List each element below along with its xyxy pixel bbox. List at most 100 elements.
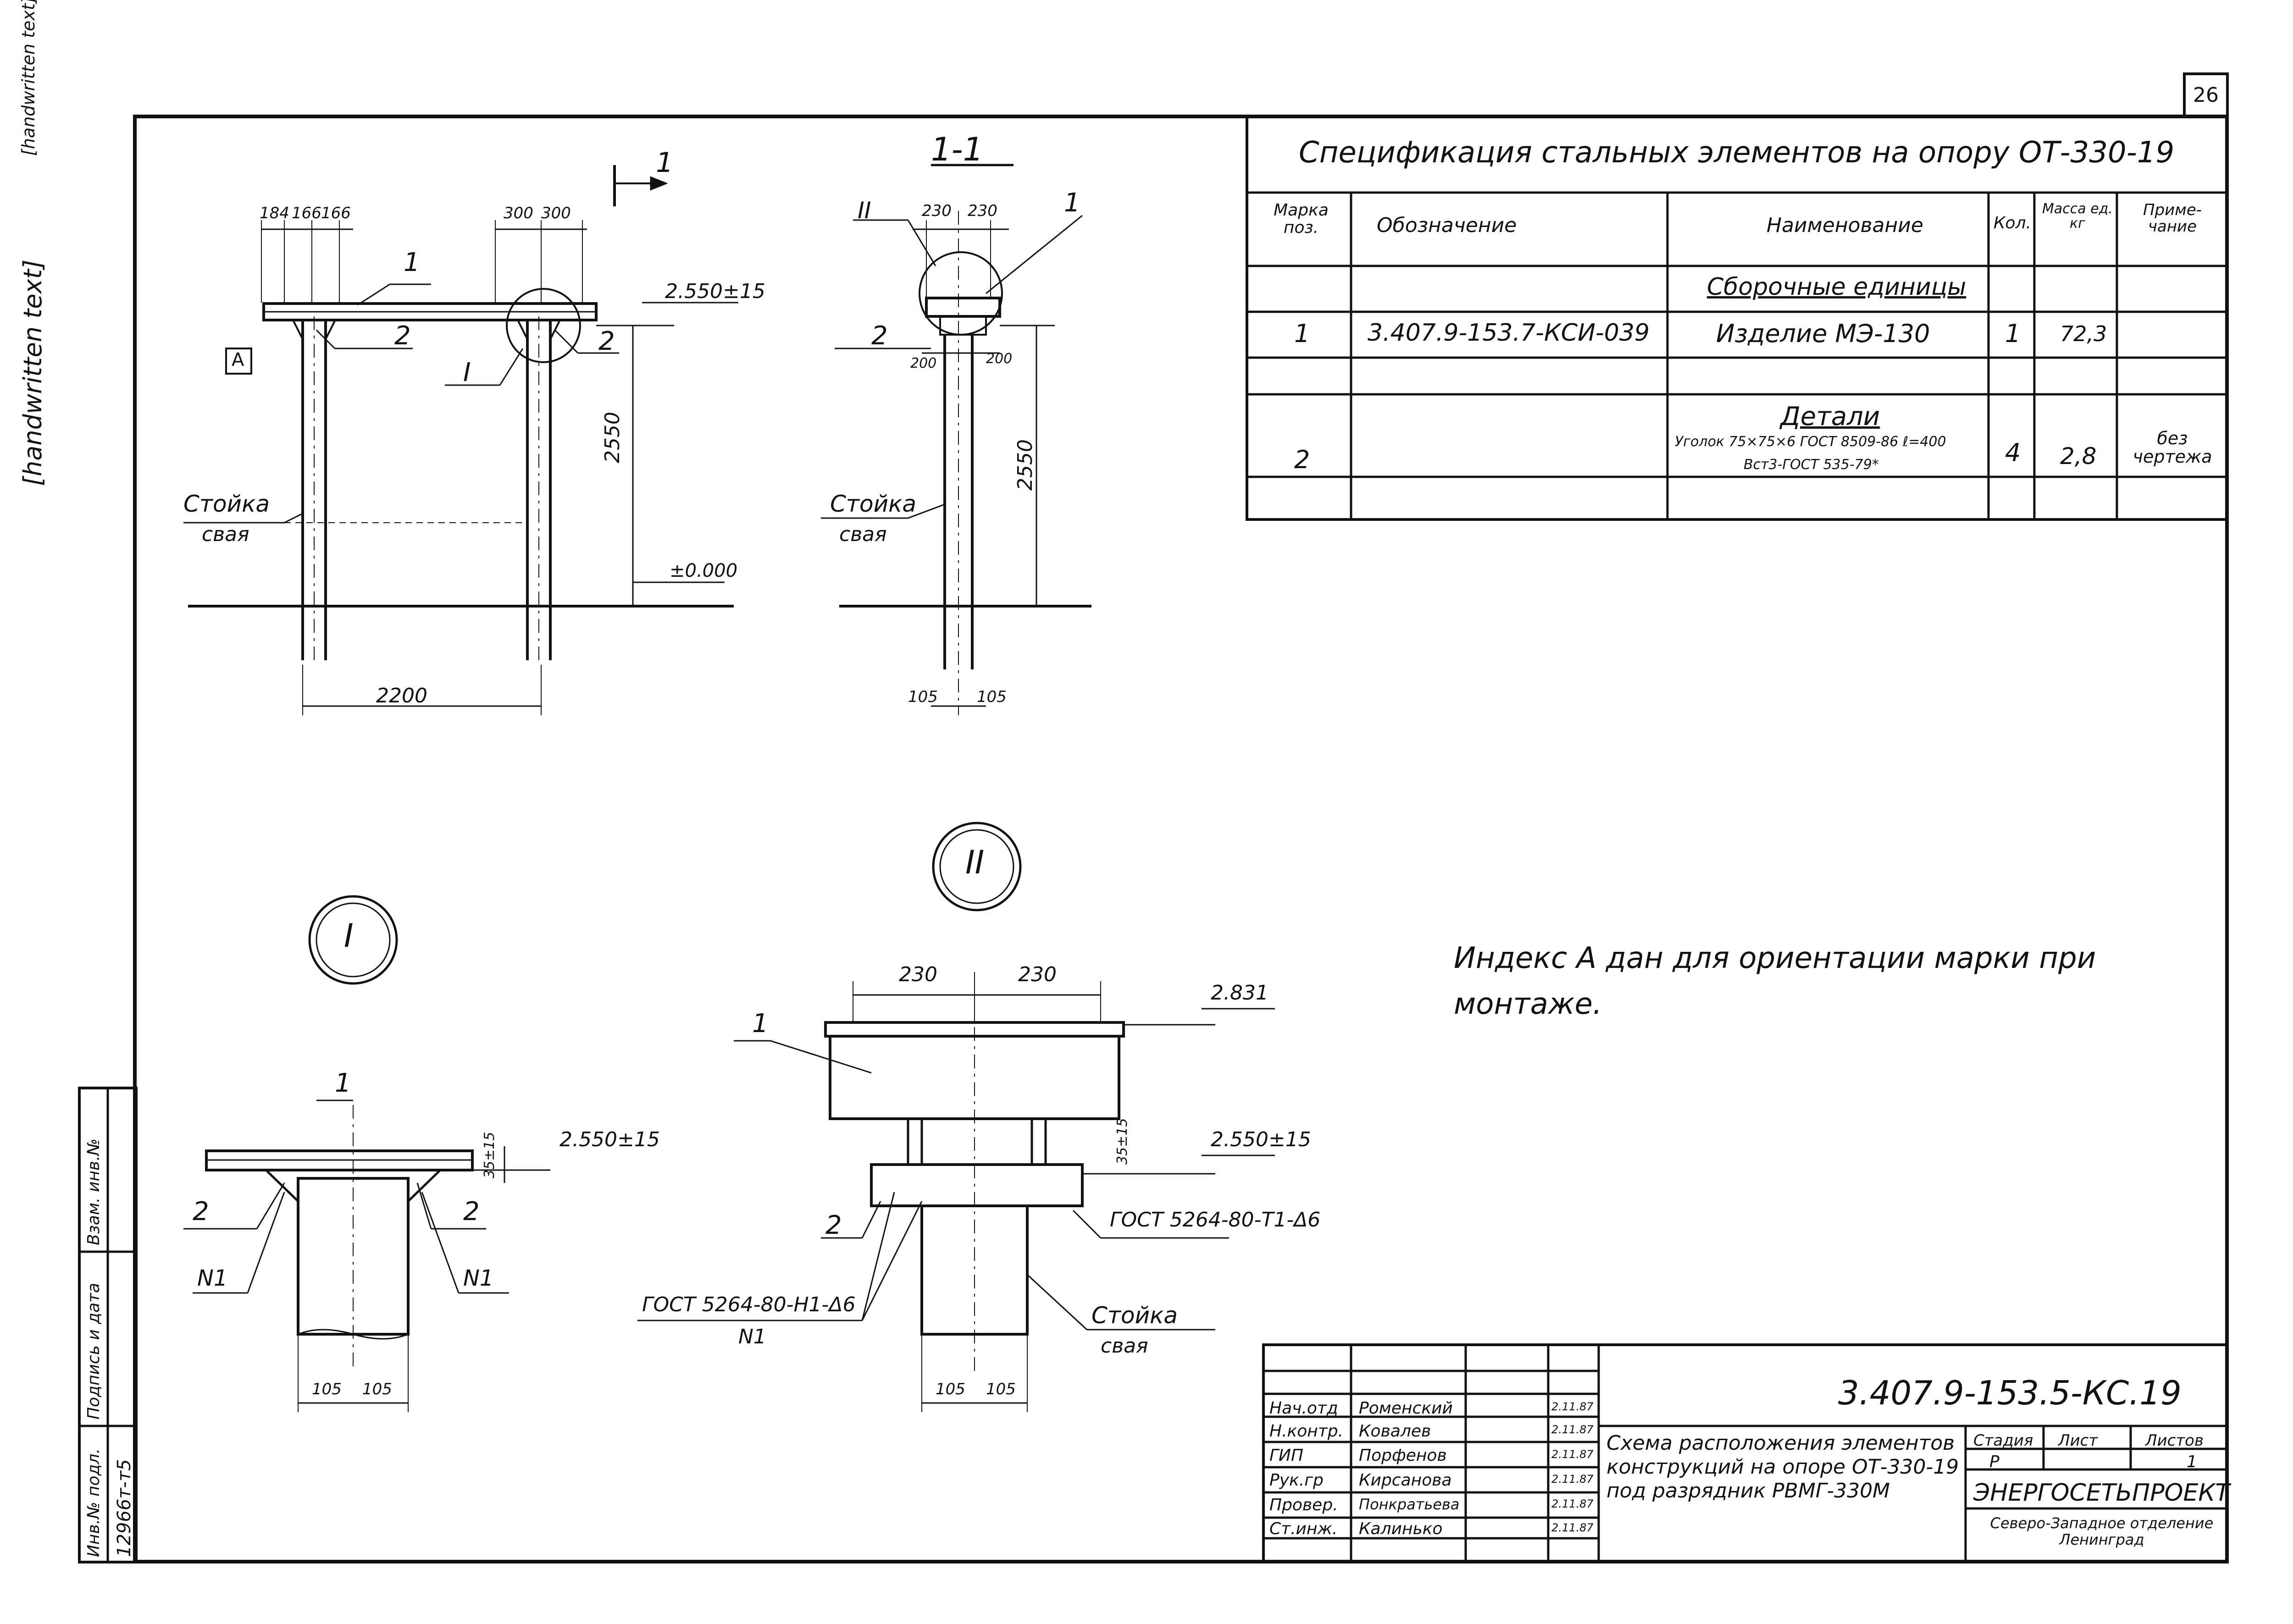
organization: ЭНЕРГОСЕТЬПРОЕКТ [1973, 1479, 2230, 1507]
spec-row-group-details: Детали [1780, 402, 1880, 431]
detail1-pos2b: 2 [463, 1197, 480, 1226]
section-view [821, 164, 1091, 715]
detail1-dim-105a: 105 [312, 1380, 342, 1398]
front-pos1: 1 [404, 248, 420, 277]
role-0: Нач.отд [1269, 1399, 1338, 1418]
front-detail-ref: I [463, 358, 471, 387]
section-dim-200b: 200 [986, 351, 1013, 367]
date-3: 2.11.87 [1551, 1473, 1594, 1486]
detail2-dim-105a: 105 [936, 1380, 965, 1398]
role-3: Рук.гр [1269, 1471, 1324, 1490]
spec-row2-name2: Вст3-ГОСТ 535-79* [1744, 457, 1879, 473]
spec-header-name: Наименование [1767, 214, 1923, 237]
detail2-pile-sub: свая [1101, 1334, 1148, 1358]
spec-row1-qty: 1 [2005, 319, 2021, 348]
sheets-value: 1 [2187, 1453, 2197, 1471]
spec-row1-designation: 3.407.9-153.7-КСИ-039 [1368, 319, 1650, 347]
role-4: Провер. [1269, 1496, 1338, 1514]
detail1-dim-105b: 105 [362, 1380, 392, 1398]
side-label-inv: Инв.№ подл. [84, 1448, 103, 1557]
section-dim-105a: 105 [908, 688, 938, 706]
spec-row1-mass: 72,3 [2060, 321, 2107, 346]
detail2-ref: II [965, 844, 985, 881]
name-3: Кирсанова [1359, 1471, 1452, 1490]
role-1: Н.контр. [1269, 1422, 1344, 1441]
name-5: Калинько [1359, 1519, 1443, 1538]
side-stamp-grid [78, 1087, 138, 1563]
detail2-elevation-mid: 2.550±15 [1211, 1128, 1311, 1151]
front-elevation-ground: ±0.000 [670, 560, 738, 581]
section-detail-ref: II [858, 197, 871, 224]
department: Северо-Западное отделение Ленинград [1990, 1514, 2214, 1548]
drawing-description: Схема расположения элементов конструкций… [1606, 1431, 1959, 1502]
role-5: Ст.инж. [1269, 1519, 1338, 1538]
front-pos2a: 2 [394, 321, 411, 351]
detail1-offset: 35±15 [482, 1132, 498, 1178]
detail-2 [637, 822, 1275, 1412]
spec-row2-pos: 2 [1294, 445, 1310, 474]
drawing-frame [133, 115, 2229, 1563]
doc-code: 3.407.9-153.5-КС.19 [1838, 1374, 2182, 1412]
section-title: 1-1 [931, 131, 984, 168]
front-dim-184: 184 [260, 204, 289, 222]
sheet-header: Лист [2058, 1431, 2098, 1450]
front-height-dim: 2550 [601, 412, 624, 463]
detail1-elevation: 2.550±15 [559, 1128, 660, 1151]
name-0: Роменский [1359, 1399, 1453, 1418]
front-dim-166a: 166 [292, 204, 321, 222]
front-dim-300b: 300 [541, 204, 571, 222]
detail2-elevation-top: 2.831 [1211, 981, 1268, 1005]
side-stamp: Инв.№ подл. Подпись и дата Взам. инв.№ 1… [78, 1087, 138, 1563]
detail1-pos2a: 2 [193, 1197, 209, 1226]
stage-value: Р [1989, 1453, 1999, 1471]
detail2-weld-left: ГОСТ 5264-80-Н1-Δ6 [642, 1293, 856, 1316]
section-height-dim: 2550 [1014, 439, 1037, 491]
spec-title: Спецификация стальных элементов на опору… [1299, 136, 2175, 170]
detail2-dim-230b: 230 [1018, 963, 1057, 986]
front-pos2b: 2 [598, 326, 615, 356]
spec-row1-pos: 1 [1294, 319, 1310, 348]
side-label-sign: Подпись и дата [84, 1282, 103, 1420]
spec-header-designation: Обозначение [1377, 214, 1517, 237]
detail2-offset: 35±15 [1114, 1118, 1130, 1165]
section-dim-230a: 230 [922, 202, 952, 220]
front-index-box: А [232, 349, 244, 370]
stage-header: Стадия [1973, 1431, 2033, 1450]
sheet-number: 26 [2183, 72, 2229, 115]
date-4: 2.11.87 [1551, 1497, 1594, 1510]
sheets-header: Листов [2145, 1431, 2204, 1450]
front-pile-sub: свая [202, 523, 249, 546]
detail2-pile-label: Стойка [1091, 1302, 1178, 1329]
title-block: 3.407.9-153.5-КС.19 Нач.отд Н.контр. ГИП… [1262, 1343, 2230, 1562]
spec-row1-name: Изделие МЭ-130 [1716, 319, 1930, 348]
section-pile-label: Стойка [830, 491, 916, 517]
front-elevation-top: 2.550±15 [665, 280, 765, 303]
role-2: ГИП [1269, 1446, 1304, 1465]
section-pos2: 2 [871, 321, 888, 351]
section-pile-sub: свая [839, 523, 887, 546]
spec-header-mass: Масса ед. кг [2042, 201, 2113, 232]
detail2-dim-230a: 230 [899, 963, 937, 986]
detail1-weld-b: N1 [463, 1265, 494, 1291]
spec-header-pos: Марка поз. [1274, 201, 1329, 237]
date-5: 2.11.87 [1551, 1521, 1594, 1534]
side-label-replace: Взам. инв.№ [84, 1138, 103, 1245]
section-pos1: 1 [1064, 188, 1080, 218]
spec-table: Спецификация стальных элементов на опору… [1246, 117, 2227, 521]
spec-header-qty: Кол. [1994, 214, 2032, 232]
front-dim-166b: 166 [321, 204, 351, 222]
spec-row2-name: Уголок 75×75×6 ГОСТ 8509-86 ℓ=400 [1675, 434, 1946, 450]
name-4: Понкратьева [1359, 1496, 1460, 1513]
name-1: Ковалев [1359, 1422, 1431, 1441]
spec-row2-qty: 4 [2005, 438, 2021, 467]
detail1-ref: I [344, 917, 354, 955]
detail2-pos2: 2 [825, 1210, 842, 1240]
spec-header-note: Приме-чание [2143, 201, 2202, 236]
front-dim-300a: 300 [504, 204, 533, 222]
section-dim-200a: 200 [910, 355, 937, 371]
front-span-dim: 2200 [376, 684, 427, 707]
side-inv-number: 12966т-т5 [114, 1459, 135, 1557]
detail2-weld-left-sub: N1 [738, 1325, 766, 1348]
